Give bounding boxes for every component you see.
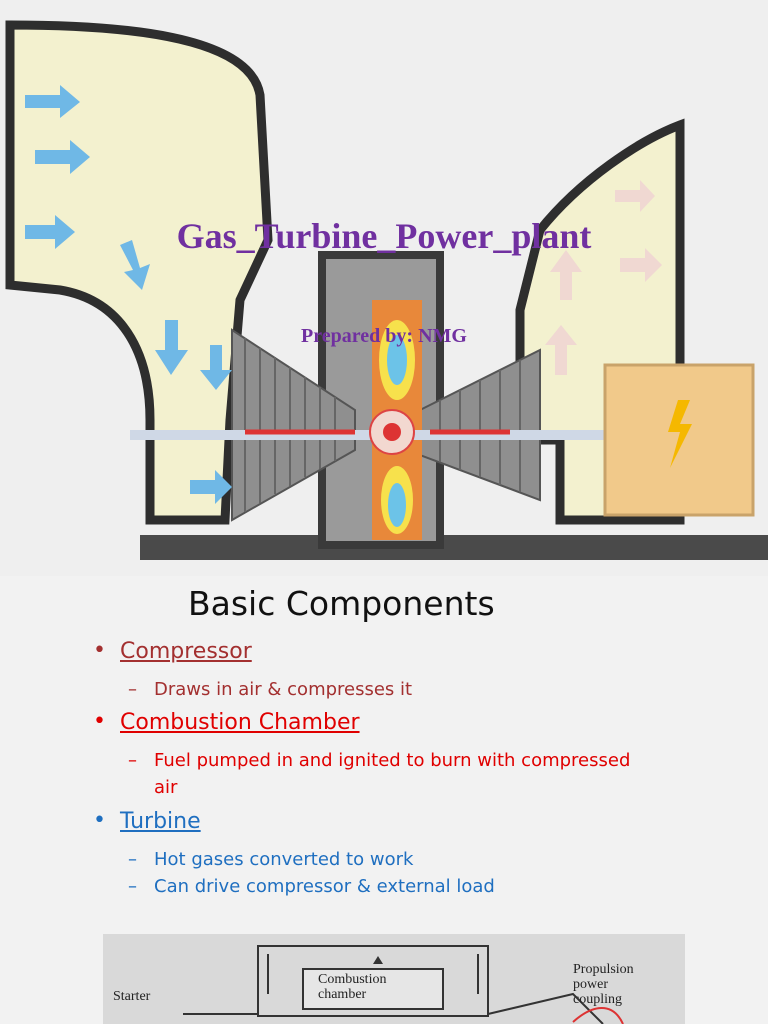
lightning-icon	[668, 400, 692, 468]
compressor-blades	[231, 328, 356, 522]
sub-text: Can drive compressor & external load	[154, 876, 495, 897]
dash-icon: –	[128, 750, 137, 771]
propulsion-label: Propulsion power coupling	[573, 962, 634, 1007]
dash-icon: –	[128, 679, 137, 700]
turbine-base	[140, 535, 768, 560]
item-turbine-sub: –Hot gases converted to work –Can drive …	[128, 846, 495, 900]
highlight-circle	[572, 1007, 624, 1024]
airflow-arrows	[25, 85, 232, 504]
bullet-icon: •	[93, 709, 106, 734]
item-combustion-sub: –Fuel pumped in and ignited to burn with…	[128, 747, 748, 801]
sub-text: Fuel pumped in and ignited to burn with …	[154, 750, 631, 771]
sub-text: Hot gases converted to work	[154, 849, 414, 870]
item-combustion-label: Combustion Chamber	[120, 710, 360, 735]
components-slide: Basic Components • Compressor –Draws in …	[0, 576, 768, 1024]
schematic-diagram: Starter Combustion chamber Propulsion po…	[103, 934, 685, 1024]
bullet-icon: •	[93, 638, 106, 663]
item-turbine-label: Turbine	[120, 809, 201, 834]
exhaust-arrows	[545, 180, 662, 375]
gas-turbine-illustration	[5, 20, 768, 560]
dash-icon: –	[128, 876, 137, 897]
sub-text: air	[154, 777, 178, 798]
item-compressor-sub: –Draws in air & compresses it	[128, 676, 412, 703]
combustion-chamber-label: Combustion chamber	[318, 972, 387, 1002]
dash-icon: –	[128, 849, 137, 870]
slide-subtitle: Prepared by: NMG	[301, 325, 467, 347]
slide-heading: Basic Components	[188, 584, 495, 623]
bullet-icon: •	[93, 808, 106, 833]
starter-label: Starter	[113, 989, 151, 1004]
title-slide: Gas_Turbine_Power_plant Prepared by: NMG	[5, 20, 768, 560]
sub-text: Draws in air & compresses it	[154, 679, 413, 700]
item-compressor-label: Compressor	[120, 639, 252, 664]
slide-title: Gas_Turbine_Power_plant	[176, 216, 592, 256]
